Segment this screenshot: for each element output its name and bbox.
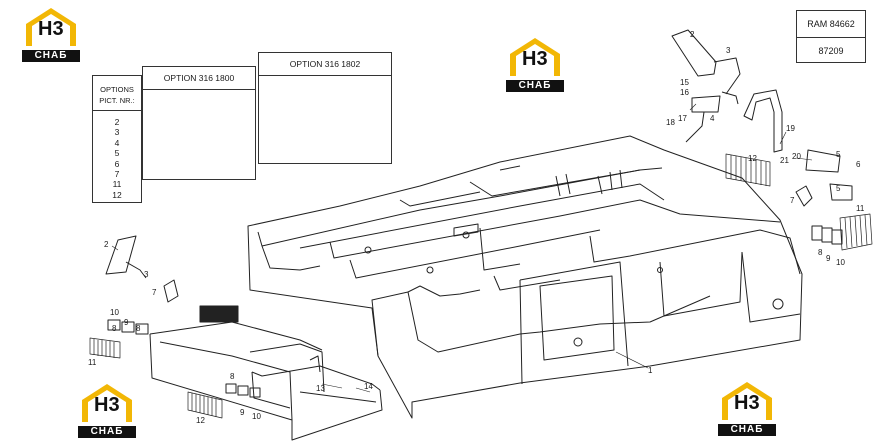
options-list-item: 2: [114, 117, 120, 127]
options-list-item: 4: [114, 137, 120, 148]
callout-6: 6: [856, 160, 861, 169]
callout-8d: 8: [818, 248, 823, 257]
callout-11-left: 11: [88, 358, 97, 367]
callout-7-left: 7: [152, 288, 157, 297]
options-header-line2: PICT. NR.:: [99, 96, 135, 105]
logo-letters: H3: [522, 48, 548, 70]
reference-box: RAM 84662 87209: [796, 10, 866, 63]
callout-10b: 10: [252, 412, 261, 421]
brand-logo: H3 СНАБ: [22, 6, 80, 62]
callout-8c: 8: [230, 372, 235, 381]
logo-letters: H3: [734, 392, 760, 414]
callout-12-right: 12: [748, 154, 757, 163]
callout-10c: 10: [836, 258, 845, 267]
logo-word: СНАБ: [506, 80, 564, 92]
callout-9c: 9: [826, 254, 831, 263]
callout-16: 16: [680, 88, 689, 97]
logo-word: СНАБ: [22, 50, 80, 62]
option-panel-1802: OPTION 316 1802: [258, 52, 392, 164]
logo-word: СНАБ: [718, 424, 776, 436]
logo-letters: H3: [38, 18, 64, 40]
options-list-item: 3: [114, 127, 120, 138]
callout-13: 13: [316, 384, 325, 393]
callout-8b: 8: [136, 324, 141, 333]
callout-1: 1: [648, 366, 653, 375]
callout-9b: 9: [240, 408, 245, 417]
callout-18: 18: [666, 118, 675, 127]
callout-14: 14: [364, 382, 373, 391]
options-list: 2 3 4 5 6 7 11 12: [93, 111, 141, 200]
callout-2-left: 2: [104, 240, 109, 249]
option-panel-1800: OPTION 316 1800: [142, 66, 256, 180]
option-panel-title: OPTION 316 1802: [259, 53, 391, 76]
callout-3-right: 3: [726, 46, 731, 55]
callout-15: 15: [680, 78, 689, 87]
callout-21: 21: [780, 156, 789, 165]
callout-12-left: 12: [196, 416, 205, 425]
callout-5-bottom: 5: [836, 184, 841, 193]
callout-8a: 8: [112, 324, 117, 333]
brand-logo: H3 СНАБ: [718, 380, 776, 436]
callout-11-right: 11: [856, 204, 865, 213]
ram-number: RAM 84662: [807, 19, 855, 29]
callout-2-right: 2: [690, 30, 695, 39]
house-icon: [722, 382, 772, 420]
drawing-code: 87209: [797, 37, 865, 64]
callout-5-top: 5: [836, 150, 841, 159]
options-list-item: 7: [114, 169, 120, 180]
house-icon: [510, 38, 560, 76]
options-table-header: OPTIONS PICT. NR.:: [93, 76, 141, 111]
callout-4: 4: [710, 114, 715, 123]
options-list-item: 12: [112, 189, 122, 200]
frame-outline: [247, 135, 803, 419]
callout-19: 19: [786, 124, 795, 133]
options-list-item: 5: [114, 148, 120, 159]
brand-logo: H3 СНАБ: [78, 382, 136, 438]
callout-17: 17: [678, 114, 687, 123]
callout-3-left: 3: [144, 270, 149, 279]
house-icon: [82, 384, 132, 422]
options-list-item: 11: [112, 179, 122, 190]
option-panel-title: OPTION 316 1800: [143, 67, 255, 90]
callout-9a: 9: [124, 318, 129, 327]
callout-20: 20: [792, 152, 801, 161]
brand-logo: H3 СНАБ: [506, 36, 564, 92]
callout-10a: 10: [110, 308, 119, 317]
options-header-line1: OPTIONS: [100, 85, 134, 94]
callout-7-right: 7: [790, 196, 795, 205]
logo-word: СНАБ: [78, 426, 136, 438]
house-icon: [26, 8, 76, 46]
options-table: OPTIONS PICT. NR.: 2 3 4 5 6 7 11 12: [92, 75, 142, 203]
logo-letters: H3: [94, 394, 120, 416]
options-list-item: 6: [114, 158, 120, 169]
